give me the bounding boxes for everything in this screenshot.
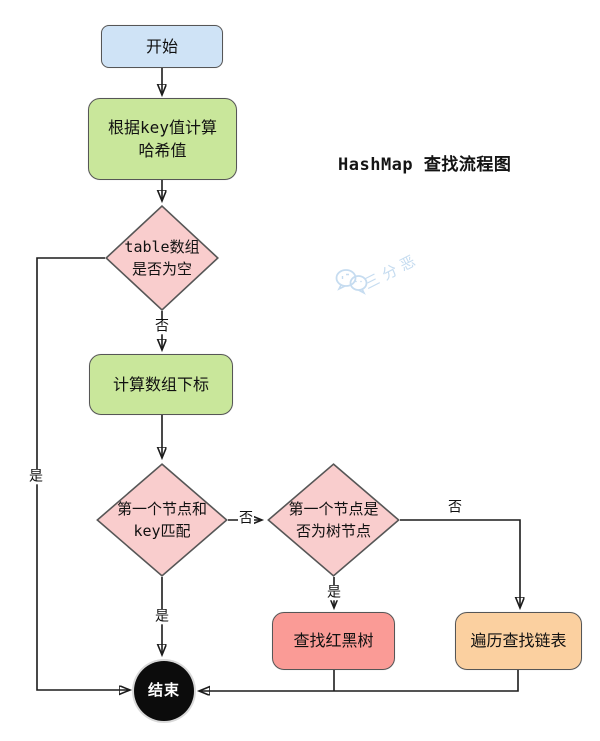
start-node: 开始	[101, 25, 223, 68]
edge-label-table-empty-no: 否	[154, 318, 170, 335]
decision-label: 第一个节点是 否为树节点	[288, 499, 379, 541]
wechat-icon	[335, 269, 368, 295]
page-title: HashMap 查找流程图	[338, 155, 512, 175]
first-node-match-decision: 第一个节点和 key匹配	[96, 463, 228, 577]
edge-label-first-match-yes: 是	[154, 608, 170, 625]
watermark-text: 三分恶	[361, 249, 423, 293]
compute-hash-node: 根据key值计算 哈希值	[88, 98, 237, 180]
traverse-list-node: 遍历查找链表	[455, 612, 582, 670]
compute-index-node: 计算数组下标	[89, 354, 233, 415]
decision-label: 第一个节点和 key匹配	[116, 499, 207, 541]
search-rbtree-node: 查找红黑树	[272, 612, 395, 670]
edge-label-first-match-no: 否	[238, 510, 254, 527]
edge-label-is-tree-no: 否	[448, 499, 462, 516]
watermark: 三分恶	[333, 250, 453, 307]
decision-label: table数组 是否为空	[124, 237, 200, 279]
edge-label-table-empty-yes: 是	[28, 468, 44, 485]
table-empty-decision: table数组 是否为空	[105, 205, 219, 311]
end-node: 结束	[134, 661, 194, 721]
tree-node-decision: 第一个节点是 否为树节点	[267, 463, 400, 577]
edge-label-is-tree-yes: 是	[326, 584, 342, 601]
